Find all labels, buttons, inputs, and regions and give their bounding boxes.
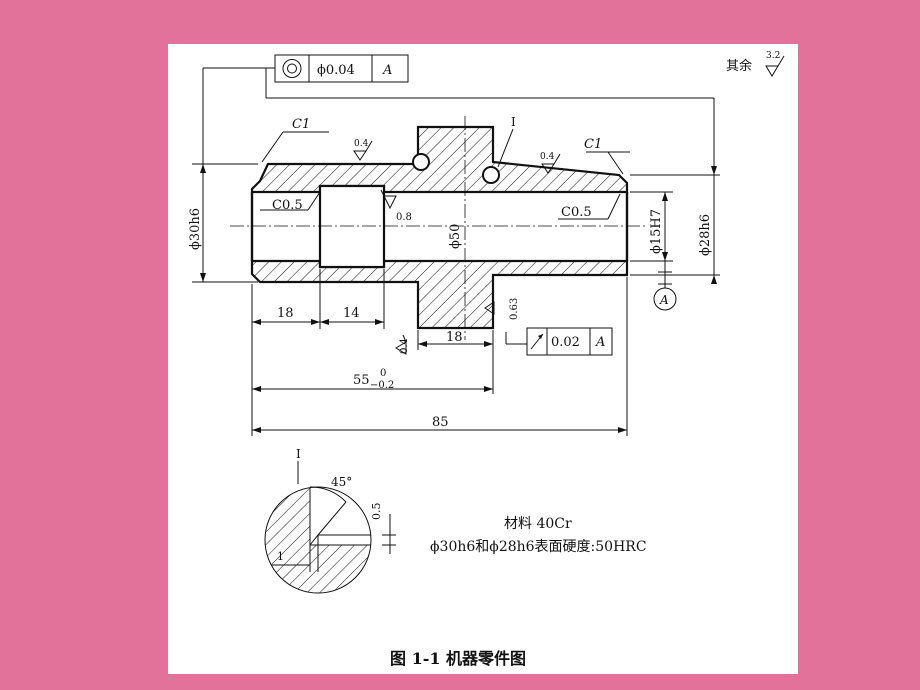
detail-mark: I [511, 115, 516, 129]
inner-chamfer-right-label: C0.5 [561, 205, 592, 220]
concentricity-tolerance: ϕ0.04 [317, 63, 355, 78]
detail-width: 1 [277, 550, 284, 563]
drawing-sheet: 其余 3.2 ϕ0.04 A C1 C1 0.4 0.4 I C0.5 C0.5… [168, 44, 798, 674]
concentricity-frame [274, 54, 409, 83]
runout-datum: A [595, 335, 605, 350]
dim-85: 85 [432, 415, 449, 430]
concentricity-datum: A [382, 63, 392, 78]
chamfer-right-label: C1 [584, 137, 602, 152]
detail-depth: 0.5 [370, 503, 383, 521]
runout-frame [526, 327, 613, 356]
dim-55-lower: −0.2 [370, 380, 394, 391]
dim-55-upper: 0 [380, 368, 386, 379]
dim-14: 14 [343, 306, 360, 321]
dim-18-flange: 18 [446, 330, 463, 345]
chamfer-left-label: C1 [292, 117, 310, 132]
datum-a-label: A [659, 293, 669, 307]
figure-caption: 图 1-1 机器零件图 [390, 649, 526, 668]
roughness-right-value: 0.4 [540, 152, 555, 162]
machine-part-drawing: 其余 3.2 ϕ0.04 A C1 C1 0.4 0.4 I C0.5 C0.5… [188, 51, 785, 668]
dia-15H7-label: ϕ15H7 [649, 209, 664, 254]
detail-label: I [296, 447, 301, 461]
bore-roughness-value: 0.8 [396, 212, 412, 223]
hardness-note: ϕ30h6和ϕ28h6表面硬度:50HRC [430, 539, 647, 555]
part-section [230, 116, 646, 340]
other-roughness-value: 3.2 [766, 51, 780, 61]
dia-50-label: ϕ50 [448, 224, 463, 249]
dim-18-left: 18 [277, 306, 294, 321]
detail-angle: 45° [331, 475, 352, 489]
flange-roughness-right: 0.63 [509, 298, 520, 320]
roughness-symbols [353, 55, 785, 355]
drawing-text: 其余 3.2 ϕ0.04 A C1 C1 0.4 0.4 I C0.5 C0.5… [188, 51, 780, 668]
dim-55: 55 [353, 373, 370, 388]
material-note: 材料 40Cr [504, 516, 572, 532]
runout-tolerance: 0.02 [551, 335, 580, 350]
flange-roughness-left: 0.4 [399, 338, 410, 354]
other-surfaces-note: 其余 [726, 58, 752, 74]
dimension-lines [192, 67, 720, 436]
detail-view [264, 461, 396, 594]
inner-chamfer-left-label: C0.5 [272, 198, 303, 213]
roughness-left-value: 0.4 [354, 139, 369, 149]
dia-28h6-label: ϕ28h6 [698, 214, 713, 256]
dia-30h6-label: ϕ30h6 [188, 208, 203, 250]
